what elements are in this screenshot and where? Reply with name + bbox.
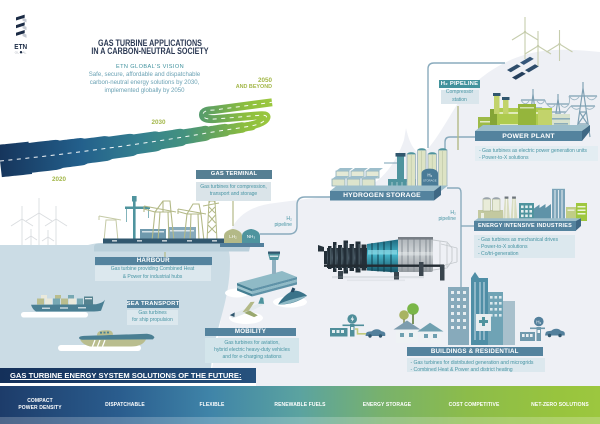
- svg-text:ETN: ETN: [14, 42, 27, 51]
- svg-text:H₂: H₂: [427, 173, 432, 178]
- svg-text:LH₂: LH₂: [229, 234, 237, 239]
- svg-text:STORAGE: STORAGE: [423, 179, 437, 183]
- svg-text:NH₃: NH₃: [247, 234, 256, 239]
- svg-text:H₂: H₂: [536, 320, 541, 325]
